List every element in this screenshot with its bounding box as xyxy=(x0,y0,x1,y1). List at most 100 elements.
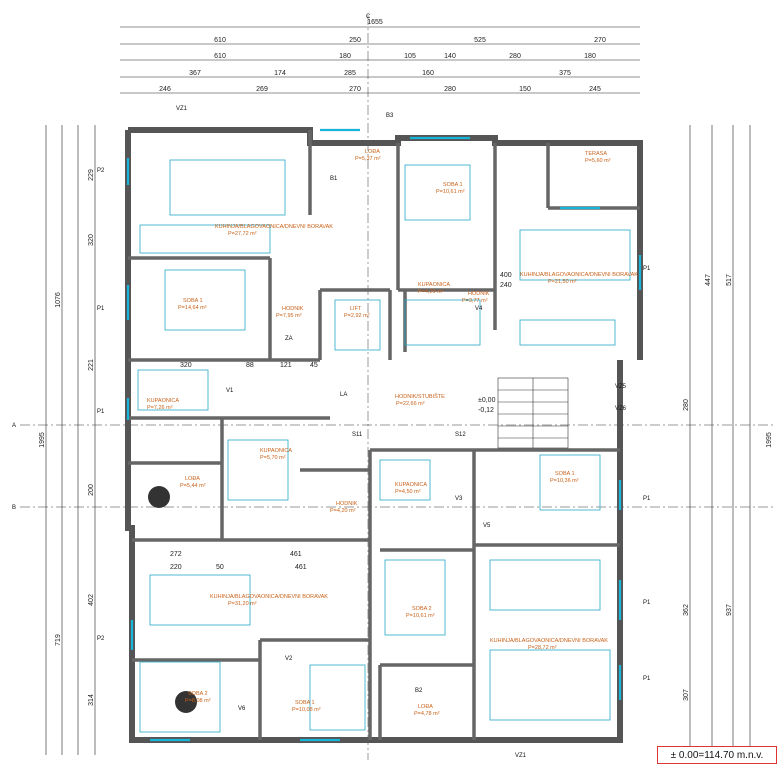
dimension-inner: 45 xyxy=(310,362,318,369)
room-labels: KUHINJA/BLAGOVAONICA/DNEVNI BORAVAK P=27… xyxy=(147,149,638,717)
wall-tag: P2 xyxy=(97,168,105,174)
dimension-right: 937 xyxy=(726,604,733,616)
dimension-top: 525 xyxy=(474,37,486,44)
wall-tags: VZ1 VZ1 P2 P1 P1 P2 P1 P1 P1 P1 VZ5 VZ6 xyxy=(97,106,651,759)
level-marker: -0,12 xyxy=(478,407,494,414)
room-name: KUHINJA/BLAGOVAONICA/DNEVNI BORAVAK xyxy=(215,224,333,230)
dimension-right: 307 xyxy=(683,689,690,701)
dimension-inner: 240 xyxy=(500,282,512,289)
room-area: P=5,44 m² xyxy=(180,483,206,489)
door-tag: V3 xyxy=(455,496,463,502)
dimension-right: 447 xyxy=(705,274,712,286)
room-name: KUPAONICA xyxy=(260,448,292,454)
dimension-top: 174 xyxy=(274,70,286,77)
wall-tag: P1 xyxy=(97,409,105,415)
dimension-top: 180 xyxy=(584,53,596,60)
dimension-top: 150 xyxy=(519,86,531,93)
wall-tag: P2 xyxy=(97,636,105,642)
door-tag: B1 xyxy=(330,176,338,182)
dimension-left: 320 xyxy=(88,234,95,246)
dimension-total-width: 1655 xyxy=(367,19,383,26)
wall-tag: P1 xyxy=(643,496,651,502)
dimension-top: 270 xyxy=(349,86,361,93)
room-area: P=10,36 m² xyxy=(550,478,579,484)
dimension-left: 200 xyxy=(88,484,95,496)
interior-walls xyxy=(128,130,640,740)
room-area: P=4,50 m² xyxy=(395,489,421,495)
dimension-top: 375 xyxy=(559,70,571,77)
room-area: P=10,61 m² xyxy=(406,613,435,619)
dimension-inner: 400 xyxy=(500,272,512,279)
dimension-inner: 220 xyxy=(170,564,182,571)
dimension-right: 362 xyxy=(683,604,690,616)
dimension-inner: 272 xyxy=(170,551,182,558)
dimension-top: 105 xyxy=(404,53,416,60)
dimension-inner: 88 xyxy=(246,362,254,369)
dimension-inner: 320 xyxy=(180,362,192,369)
room-area: P=2,92 m² xyxy=(344,313,370,319)
room-name: KUPAONICA xyxy=(395,482,427,488)
dimension-left: 221 xyxy=(88,359,95,371)
dimension-left: 229 xyxy=(88,169,95,181)
door-tag: S12 xyxy=(455,432,466,438)
grid-axis-label: B xyxy=(12,505,16,511)
room-area: P=4,29 m² xyxy=(418,289,444,295)
room-area: P=22,66 m² xyxy=(396,401,425,407)
grid-axis-lines xyxy=(20,15,775,760)
grid-axis-label: A xyxy=(12,423,16,429)
wall-tag: VZ5 xyxy=(615,384,627,390)
dimension-top: 285 xyxy=(344,70,356,77)
room-name: KUHINJA/BLAGOVAONICA/DNEVNI BORAVAK xyxy=(520,272,638,278)
room-area: P=7,95 m² xyxy=(276,313,302,319)
dimension-left: 719 xyxy=(55,634,62,646)
room-name: HODNIK xyxy=(468,291,490,297)
door-tag: ZA xyxy=(285,336,293,342)
room-area: P=3,77 m² xyxy=(462,298,488,304)
stairs xyxy=(497,377,569,449)
windows xyxy=(126,128,642,742)
dimension-top: 280 xyxy=(444,86,456,93)
room-area: P=5,70 m² xyxy=(260,455,286,461)
room-area: P=5,60 m² xyxy=(585,158,611,164)
dimension-top: 367 xyxy=(189,70,201,77)
room-name: KUHINJA/BLAGOVAONICA/DNEVNI BORAVAK xyxy=(490,638,608,644)
dimension-left: 402 xyxy=(88,594,95,606)
dimension-right: 1995 xyxy=(766,432,773,448)
dimension-top: 140 xyxy=(444,53,456,60)
wall-tag: P1 xyxy=(97,306,105,312)
dimension-left: 314 xyxy=(88,694,95,706)
room-area: P=27,72 m² xyxy=(228,231,257,237)
room-name: LOĐA xyxy=(185,476,200,482)
door-tag: V6 xyxy=(238,706,246,712)
building-walls xyxy=(125,127,643,743)
wall-tag: VZ1 xyxy=(176,106,188,112)
room-name: SOBA 1 xyxy=(443,182,463,188)
dimension-top: 160 xyxy=(422,70,434,77)
dimension-inner: 461 xyxy=(295,564,307,571)
door-tag: S11 xyxy=(352,432,363,438)
room-name: KUHINJA/BLAGOVAONICA/DNEVNI BORAVAK xyxy=(210,594,328,600)
room-area: P=4,20 m² xyxy=(330,508,356,514)
dimension-top: 245 xyxy=(589,86,601,93)
elevation-reference-note: ± 0.00=114.70 m.n.v. xyxy=(657,746,777,764)
door-tag: V2 xyxy=(285,656,293,662)
room-name: LOĐA xyxy=(418,704,433,710)
wall-tag: P1 xyxy=(643,676,651,682)
dimension-left: 1076 xyxy=(55,292,62,308)
level-marker: ±0,00 xyxy=(478,397,496,404)
room-name: KUPAONICA xyxy=(147,398,179,404)
door-tags: V1 V2 V3 V4 V5 V6 B1 B2 B3 LA S11 S12 ZA xyxy=(226,113,491,712)
grid-axis-label: C xyxy=(366,14,371,20)
room-name: SOBA 2 xyxy=(188,691,208,697)
room-area: P=8,08 m² xyxy=(185,698,211,704)
dimension-top: 250 xyxy=(349,37,361,44)
room-area: P=31,20 m² xyxy=(228,601,257,607)
room-name: LOĐA xyxy=(365,149,380,155)
inner-dimensions: 320 88 121 45 272 461 220 50 461 400 240 xyxy=(170,272,512,571)
room-name: TERASA xyxy=(585,151,607,157)
dimension-left: 1995 xyxy=(39,432,46,448)
room-area: P=10,61 m² xyxy=(436,189,465,195)
room-name: KUPAONICA xyxy=(418,282,450,288)
room-name: HODNIK xyxy=(336,501,358,507)
